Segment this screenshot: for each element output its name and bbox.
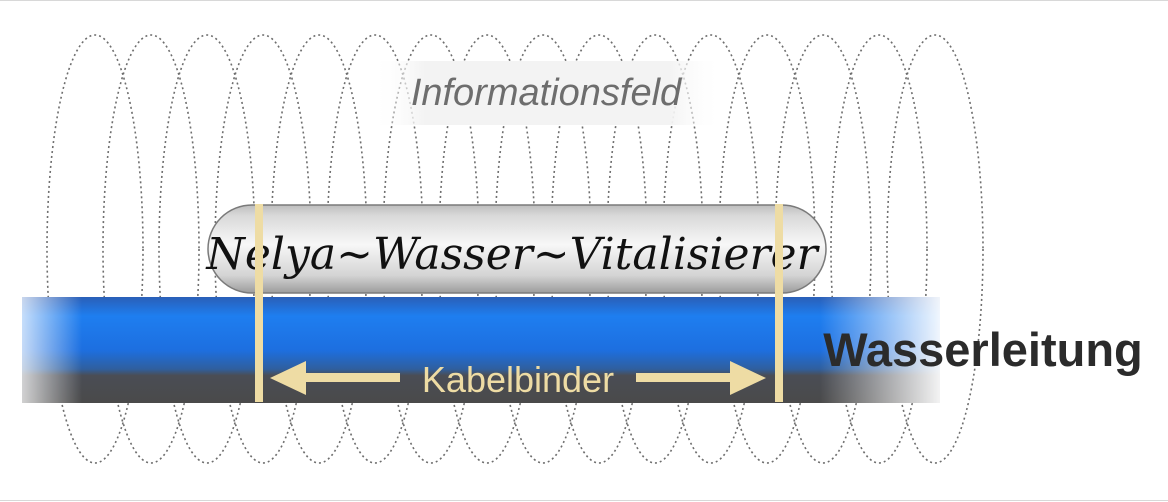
coil-loop	[830, 34, 928, 464]
arrow-left-shaft	[300, 373, 400, 382]
cable-tie-label: Kabelbinder	[422, 359, 614, 400]
field-label-backdrop	[372, 61, 722, 125]
coil-loop	[46, 34, 144, 464]
cable-tie-left	[255, 204, 263, 402]
cable-tie-right	[775, 204, 783, 402]
vitalizer-tube: Nelya~Wasser~Vitalisierer	[205, 204, 827, 294]
field-label: Informationsfeld	[411, 72, 683, 114]
coil-loop	[774, 34, 872, 464]
pipe-label: Wasserleitung	[823, 323, 1143, 376]
pipe-body	[22, 297, 940, 403]
water-pipe	[22, 297, 942, 403]
arrow-right-head	[730, 361, 766, 395]
coil-loop	[886, 34, 984, 464]
pipe-fade-left	[22, 297, 82, 403]
cable-tie-arrow: Kabelbinder	[270, 359, 766, 400]
device-label: Nelya~Wasser~Vitalisierer	[205, 229, 820, 280]
arrow-right-shaft	[636, 373, 736, 382]
arrow-left-head	[270, 361, 306, 395]
pipe-fade-right	[820, 297, 942, 403]
tube-body	[207, 204, 827, 294]
coil-loop	[102, 34, 200, 464]
